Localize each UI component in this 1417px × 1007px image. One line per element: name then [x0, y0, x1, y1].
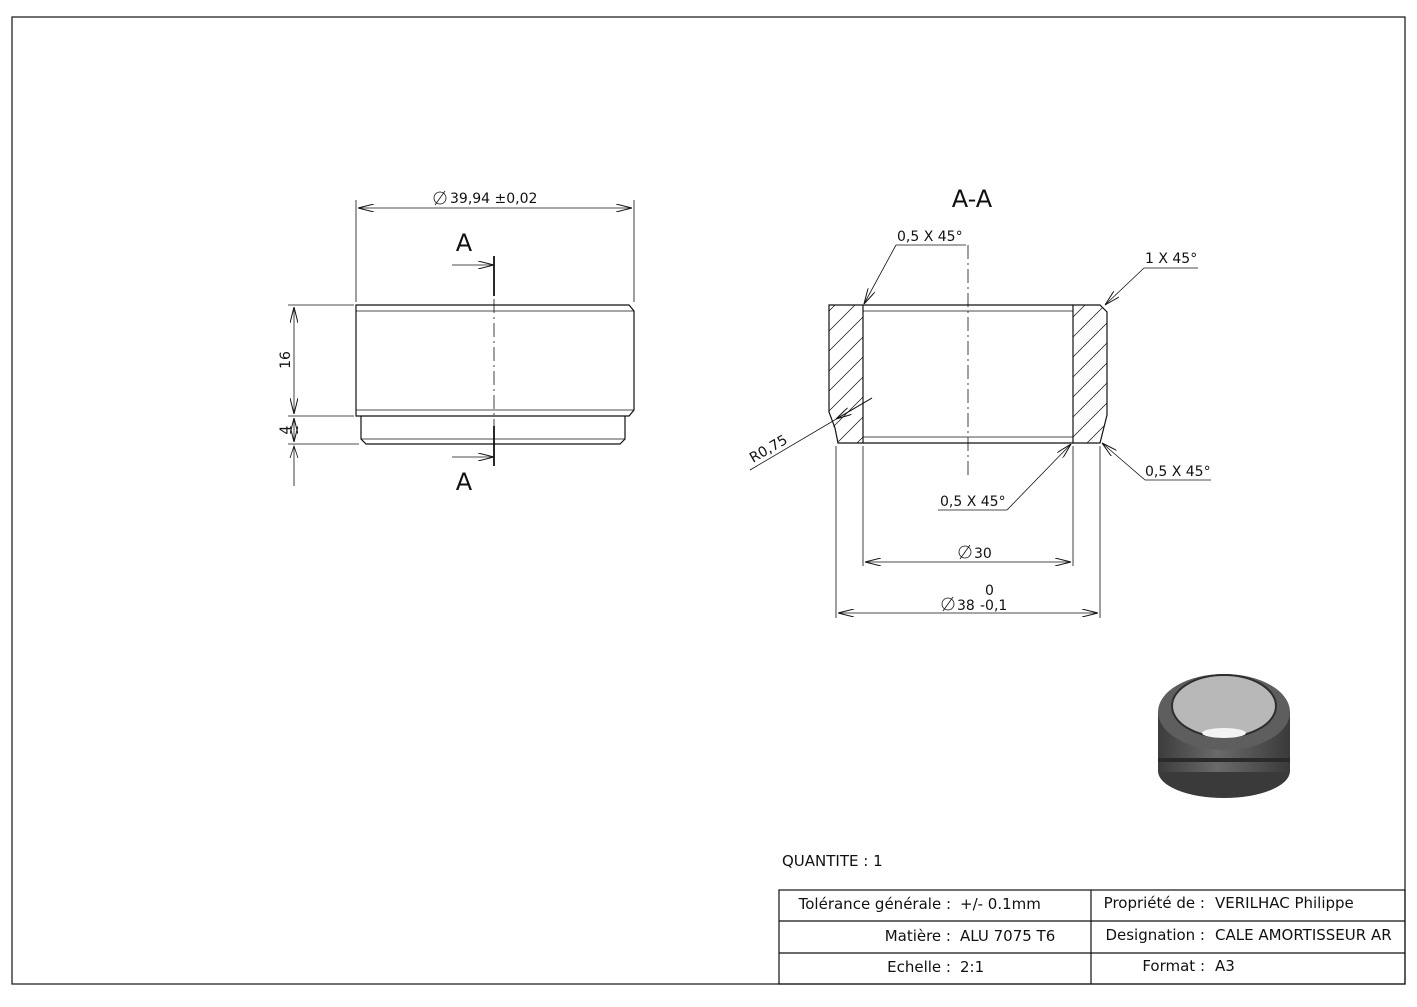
dim-outer-diameter: 38 — [957, 598, 975, 614]
section-view: A-A — [747, 185, 1211, 618]
owner-label: Propriété de : — [1104, 894, 1205, 912]
radius-label: R0,75 — [747, 432, 790, 466]
owner-value: VERILHAC Philippe — [1215, 894, 1354, 912]
scale-label: Echelle : — [887, 958, 951, 976]
dim-height-step: 4 — [278, 425, 294, 434]
front-view: A A 39,94 ±0,02 16 4 — [278, 190, 635, 496]
designation-label: Designation : — [1105, 926, 1205, 944]
section-label-bottom: A — [456, 468, 473, 496]
quantity-text: QUANTITE : 1 — [782, 852, 883, 870]
tol-upper: 0 — [985, 583, 994, 599]
scale-value: 2:1 — [960, 958, 984, 976]
tolerance-label: Tolérance générale : — [798, 895, 951, 913]
diameter-symbol-icon — [433, 190, 447, 206]
designation-value: CALE AMORTISSEUR AR — [1215, 926, 1392, 944]
format-label: Format : — [1142, 957, 1205, 975]
tolerance-value: +/- 0.1mm — [960, 895, 1041, 913]
tol-lower: -0,1 — [980, 598, 1007, 614]
diameter-symbol-icon — [958, 544, 972, 560]
diameter-symbol-icon — [941, 596, 955, 612]
chamfer-bottom-inner: 0,5 X 45° — [940, 494, 1006, 510]
dim-height-main: 16 — [278, 351, 294, 369]
title-block: Tolérance générale : +/- 0.1mm Matière :… — [778, 889, 1406, 985]
dim-diameter-front: 39,94 ±0,02 — [450, 191, 537, 207]
sheet-border — [11, 16, 1406, 985]
chamfer-top-right: 1 X 45° — [1145, 251, 1197, 267]
material-value: ALU 7075 T6 — [960, 927, 1055, 945]
format-value: A3 — [1215, 957, 1235, 975]
dim-inner-diameter: 30 — [974, 546, 992, 562]
chamfer-bottom-right: 0,5 X 45° — [1145, 464, 1211, 480]
iso-view-part — [1158, 674, 1290, 798]
section-label-top: A — [456, 229, 473, 257]
chamfer-top-left: 0,5 X 45° — [897, 229, 963, 245]
section-title: A-A — [952, 185, 993, 213]
material-label: Matière : — [885, 927, 951, 945]
